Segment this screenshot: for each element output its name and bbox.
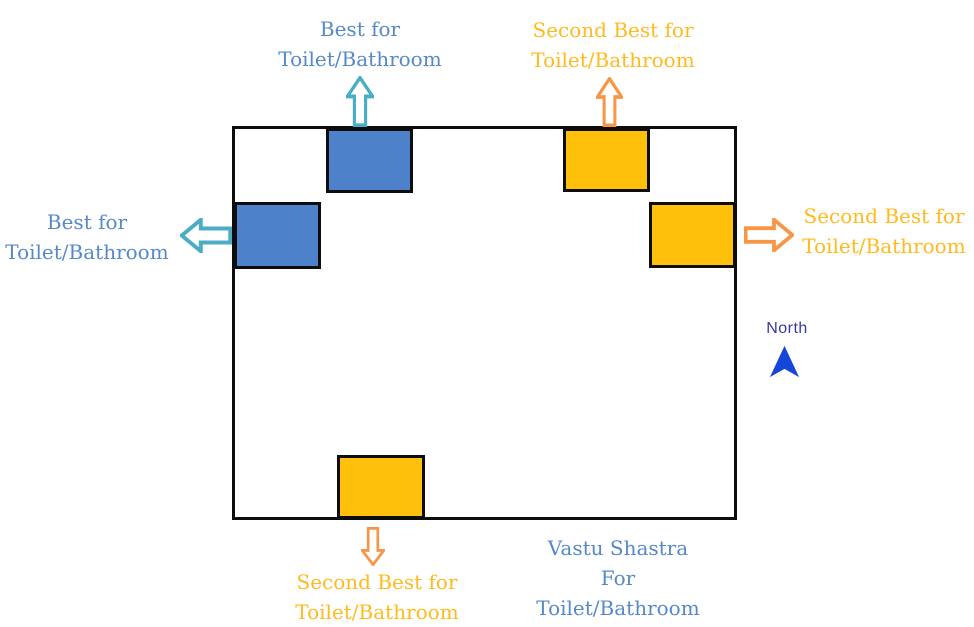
label-line: Second Best for bbox=[803, 204, 965, 228]
caption-line: Vastu Shastra bbox=[547, 536, 689, 560]
diagram-caption: Vastu Shastra For Toilet/Bathroom bbox=[536, 533, 699, 623]
label-second-best-right: Second Best for Toilet/Bathroom bbox=[802, 201, 965, 261]
label-line: Second Best for bbox=[532, 18, 694, 42]
label-line: Toilet/Bathroom bbox=[5, 240, 169, 264]
north-label: North bbox=[766, 320, 808, 337]
label-second-best-bottom: Second Best for Toilet/Bathroom bbox=[295, 567, 458, 627]
best-left-arrow-icon bbox=[180, 218, 232, 253]
label-second-best-top: Second Best for Toilet/Bathroom bbox=[531, 15, 694, 75]
label-line: Toilet/Bathroom bbox=[278, 47, 442, 71]
north-arrow-icon bbox=[769, 345, 800, 378]
best-top-up-arrow-icon bbox=[346, 76, 374, 127]
second-best-zone-top-square bbox=[563, 128, 650, 192]
best-zone-left-square bbox=[234, 202, 321, 269]
label-line: Toilet/Bathroom bbox=[295, 600, 459, 624]
label-line: Toilet/Bathroom bbox=[531, 48, 695, 72]
floor-plan-outline bbox=[232, 126, 737, 520]
caption-line: Toilet/Bathroom bbox=[536, 596, 700, 620]
best-zone-top-square bbox=[326, 128, 413, 193]
second-best-zone-bottom-square bbox=[337, 455, 425, 519]
second-best-bottom-down-arrow-icon bbox=[361, 527, 385, 566]
label-line: Second Best for bbox=[296, 570, 458, 594]
label-best-left: Best for Toilet/Bathroom bbox=[5, 207, 168, 267]
label-best-top: Best for Toilet/Bathroom bbox=[278, 14, 441, 74]
caption-line: For bbox=[600, 566, 636, 590]
second-best-right-arrow-icon bbox=[744, 218, 794, 252]
label-line: Toilet/Bathroom bbox=[802, 234, 966, 258]
label-line: Best for bbox=[46, 210, 128, 234]
second-best-top-up-arrow-icon bbox=[596, 77, 623, 127]
label-line: Best for bbox=[319, 17, 401, 41]
second-best-zone-right-square bbox=[649, 202, 736, 268]
